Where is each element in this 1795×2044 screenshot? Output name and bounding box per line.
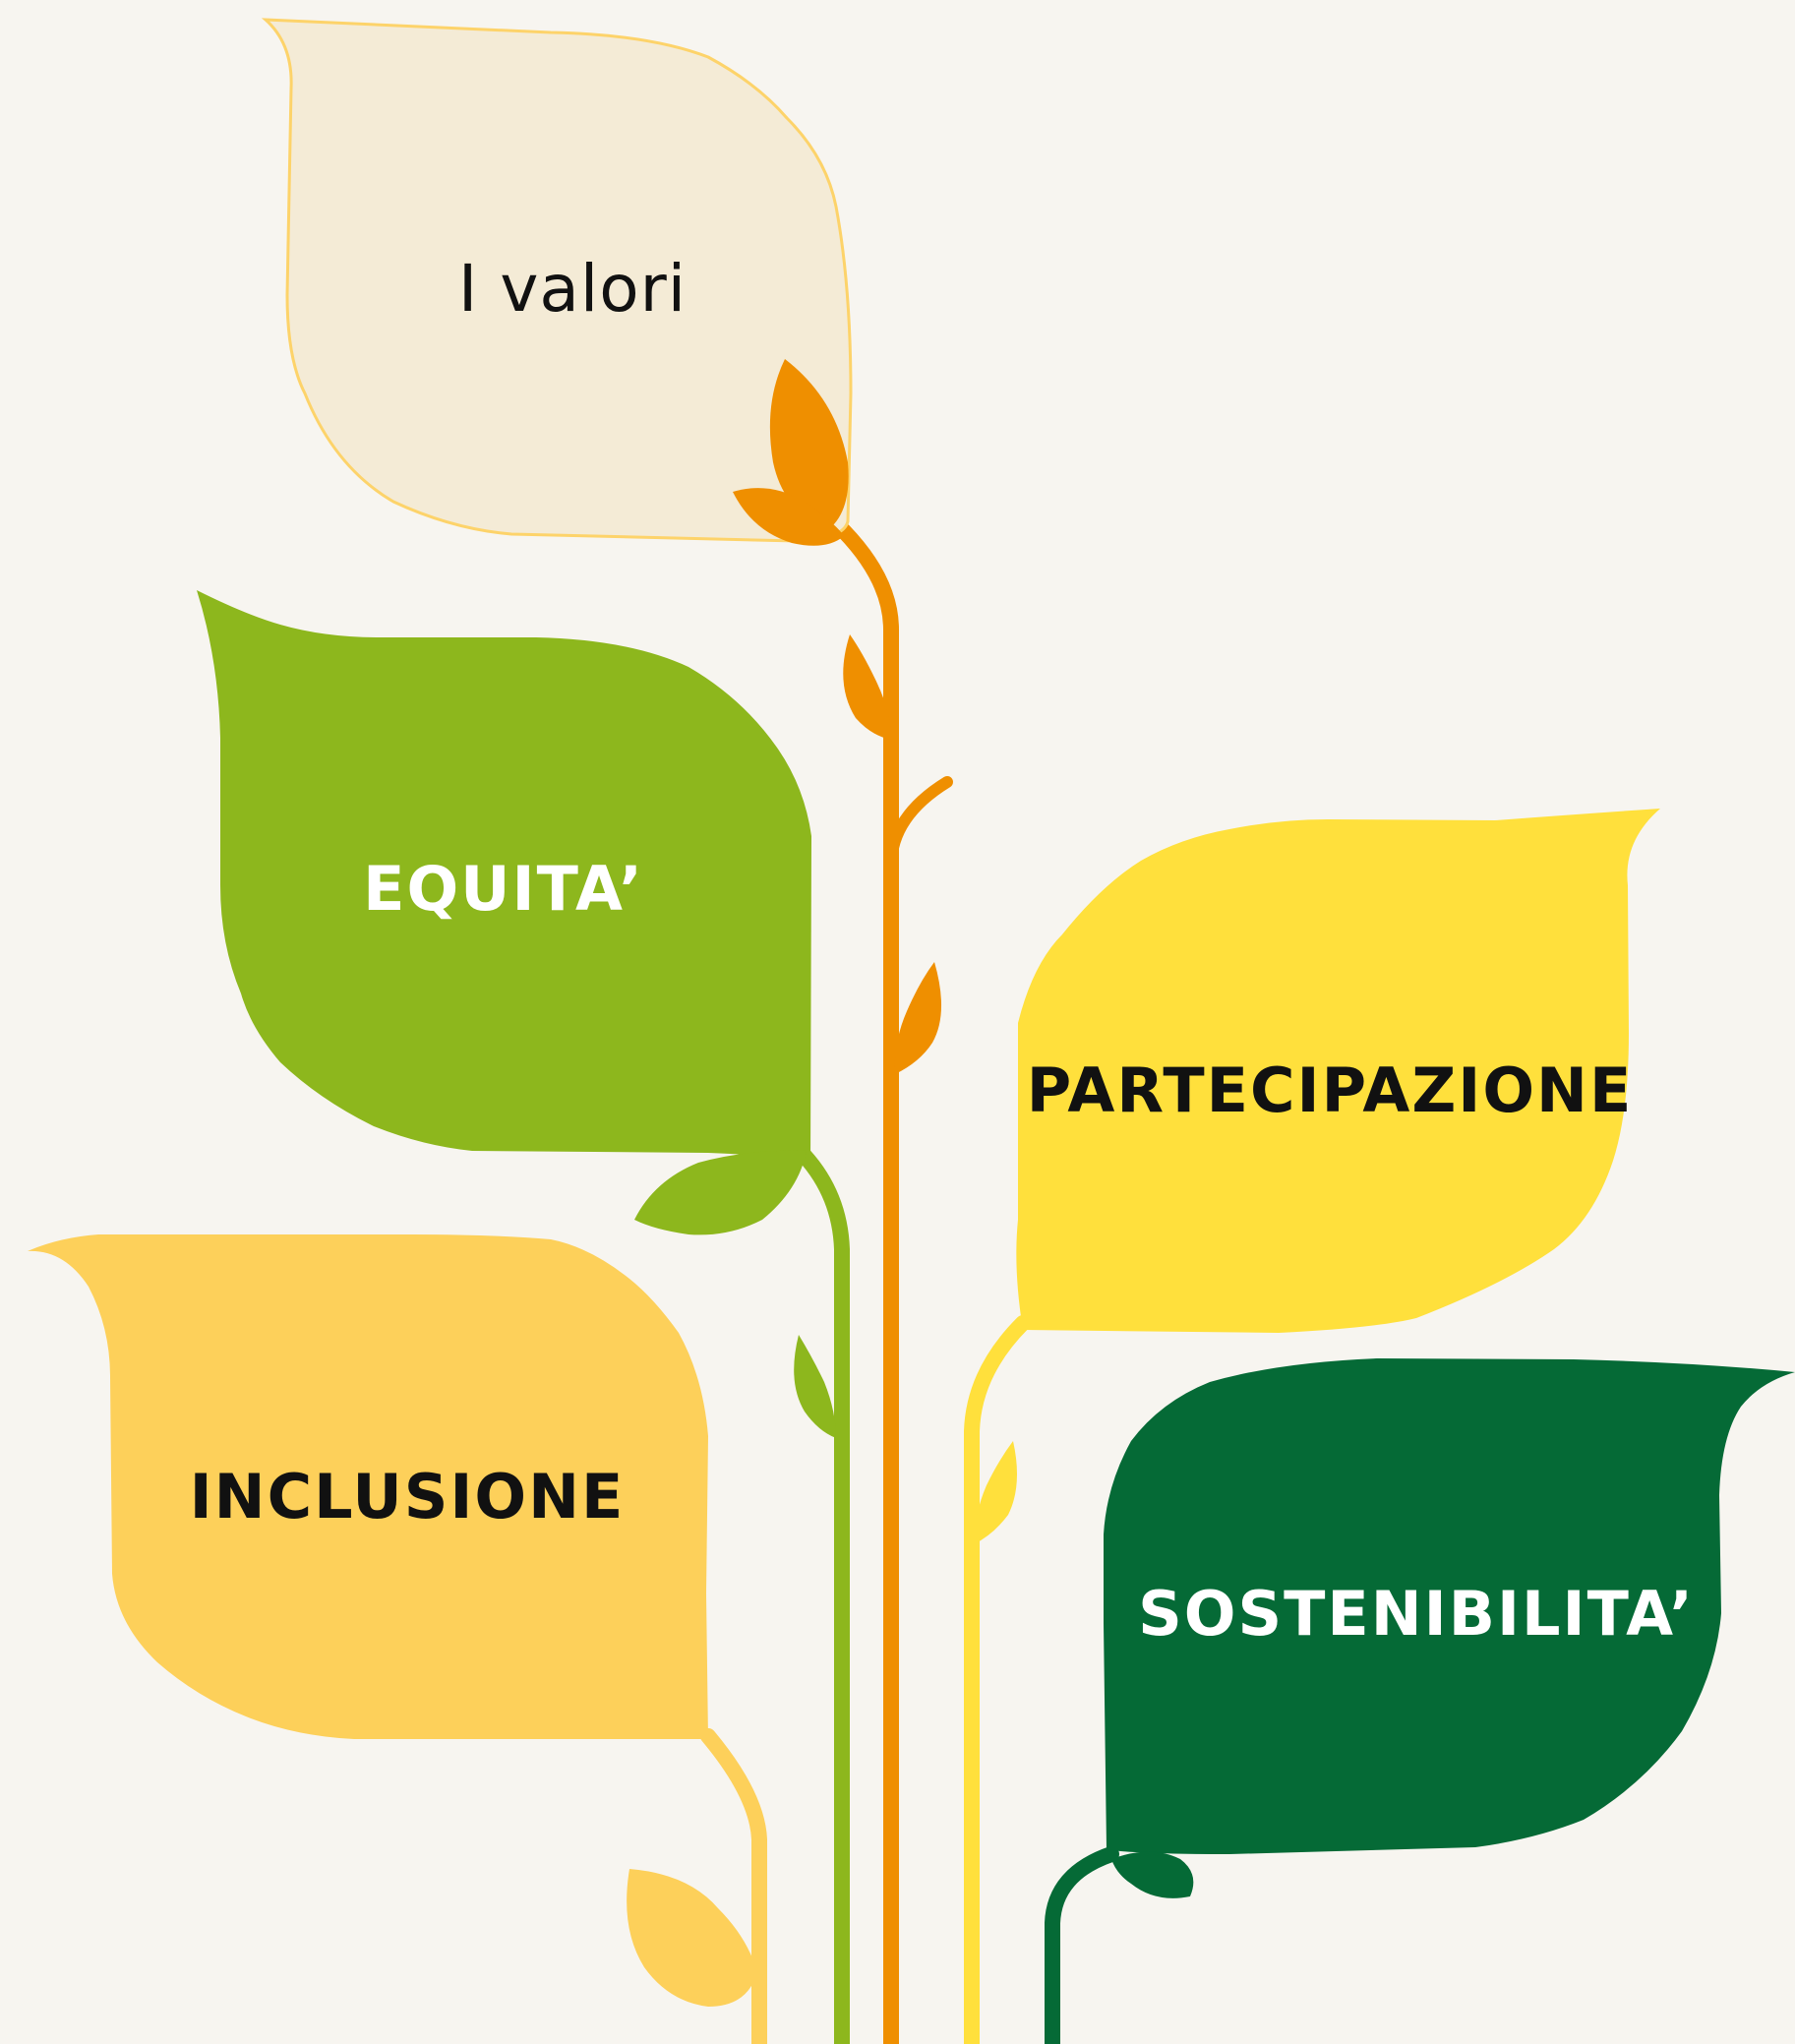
lime-bud bbox=[634, 1150, 807, 1235]
inclusione-label: INCLUSIONE bbox=[190, 1461, 626, 1533]
equita-leaf bbox=[197, 590, 811, 1171]
orange-sprout bbox=[843, 634, 891, 740]
sostenibilita-label: SOSTENIBILITA’ bbox=[1138, 1578, 1695, 1650]
lime-sprout bbox=[794, 1335, 836, 1438]
stem-dark-green bbox=[1045, 1846, 1119, 2044]
stems bbox=[700, 523, 1119, 2044]
dark-green-bud bbox=[1111, 1851, 1194, 1898]
orange-sprout bbox=[894, 962, 942, 1074]
sostenibilita-leaf bbox=[1104, 1358, 1795, 1854]
equita-label: EQUITA’ bbox=[363, 853, 644, 925]
light-orange-bud bbox=[627, 1869, 757, 2007]
yellow-sprout bbox=[974, 1441, 1017, 1544]
orange-bud-top bbox=[733, 359, 849, 546]
stem-orange bbox=[836, 523, 899, 2044]
partecipazione-leaf bbox=[1016, 809, 1660, 1333]
stem-lime bbox=[797, 1148, 850, 2044]
stem-yellow bbox=[964, 1315, 1031, 2044]
bud-leaf bbox=[769, 359, 849, 526]
stem-orange-branch bbox=[885, 776, 953, 872]
inclusione-leaf bbox=[28, 1234, 708, 1739]
title-text: I valori bbox=[458, 251, 687, 327]
bud-leaf bbox=[733, 488, 844, 546]
title-leaf bbox=[261, 18, 853, 543]
stem-light-orange bbox=[700, 1728, 767, 2044]
partecipazione-label: PARTECIPAZIONE bbox=[1027, 1054, 1634, 1126]
